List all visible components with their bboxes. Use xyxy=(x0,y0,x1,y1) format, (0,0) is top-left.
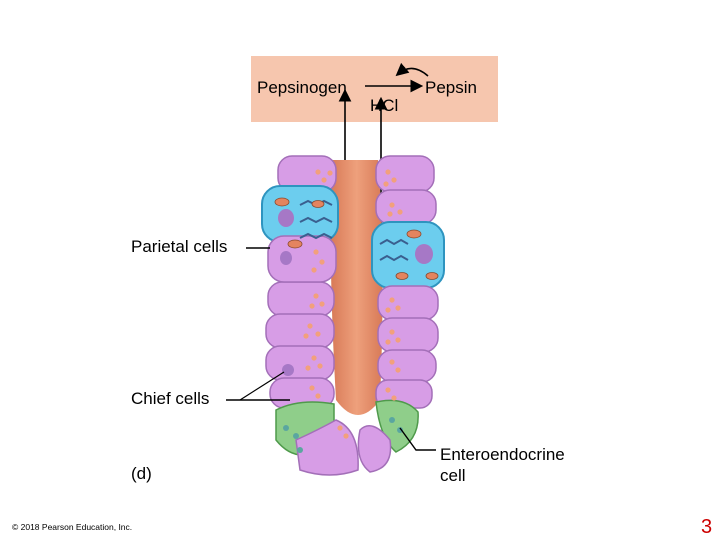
right-cell-column xyxy=(357,155,445,473)
left-cell-column xyxy=(261,155,359,476)
pepsin-label: Pepsin xyxy=(425,78,477,97)
chief-cell xyxy=(357,425,392,473)
copyright-text: © 2018 Pearson Education, Inc. xyxy=(12,522,133,532)
parietal-cells-label: Parietal cells xyxy=(131,237,228,256)
enteroendocrine-label-line2: cell xyxy=(440,466,466,485)
chief-pointer-diagonal xyxy=(239,371,285,401)
chief-cell xyxy=(265,345,335,381)
chief-cell xyxy=(375,189,437,225)
chief-cell xyxy=(377,317,439,353)
parietal-cell xyxy=(261,185,339,243)
gland-lumen xyxy=(330,160,383,415)
chief-cell xyxy=(265,313,335,349)
chief-cell xyxy=(375,155,435,193)
pepsinogen-label: Pepsinogen xyxy=(257,78,347,97)
enteroendocrine-label-line1: Enteroendocrine xyxy=(440,445,565,464)
mitochondria xyxy=(274,197,439,280)
reaction-box xyxy=(251,56,498,122)
hcl-label: HCl xyxy=(370,96,399,115)
chief-cells-label: Chief cells xyxy=(131,389,210,408)
page-number: 3 xyxy=(701,516,713,538)
chief-cell xyxy=(377,285,439,321)
autocatalysis-arrow xyxy=(395,62,429,77)
nuclei xyxy=(278,209,433,376)
enteroendocrine-pointer xyxy=(399,427,436,451)
panel-label: (d) xyxy=(131,464,152,483)
enteroendocrine-granules xyxy=(283,417,403,453)
chief-cell xyxy=(267,281,335,317)
chief-cell xyxy=(295,419,359,476)
chief-cell xyxy=(377,349,437,383)
zymogen-granules xyxy=(303,169,403,439)
